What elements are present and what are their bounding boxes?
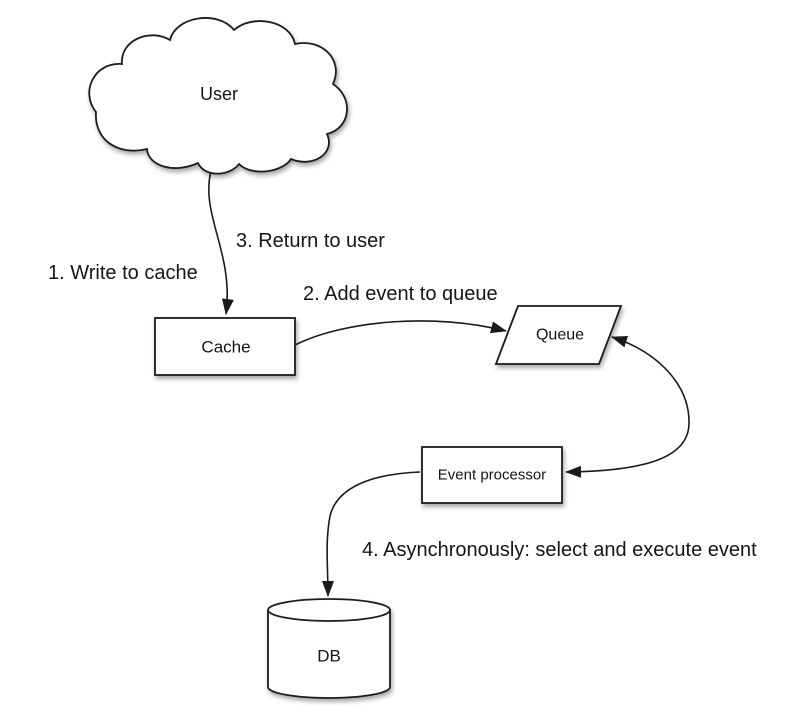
user-label: User <box>200 84 238 104</box>
db-label: DB <box>317 647 341 666</box>
db-cylinder-top <box>267 598 391 622</box>
queue-shape <box>494 305 623 365</box>
user-cloud-shape <box>88 17 348 175</box>
edge-user-to-cache <box>208 170 234 315</box>
event-processor-label: Event processor <box>438 467 546 484</box>
node-queue <box>494 305 623 365</box>
edge-cache-to-queue <box>294 320 507 346</box>
db-cylinder-body <box>267 610 391 699</box>
labels-layer: 1. Write to cache 2. Add event to queue … <box>48 230 757 561</box>
node-db <box>267 598 391 699</box>
label-step-1: 1. Write to cache <box>48 262 198 284</box>
label-step-2: 2. Add event to queue <box>303 283 498 305</box>
label-step-3: 3. Return to user <box>236 230 385 252</box>
queue-label: Queue <box>536 327 584 344</box>
event-processor-shape <box>421 446 563 504</box>
cache-label: Cache <box>201 338 250 357</box>
label-step-4: 4. Asynchronously: select and execute ev… <box>362 539 757 561</box>
edge-event-processor-to-db <box>321 471 421 597</box>
node-user-cloud <box>88 17 348 175</box>
cache-shape <box>154 317 296 376</box>
node-event-processor <box>421 446 563 504</box>
node-cache <box>154 317 296 376</box>
edge-queue-event-processor <box>565 335 690 478</box>
edges-layer <box>208 170 690 597</box>
nodes-layer: User Cache Queue Event processor DB <box>88 17 623 699</box>
